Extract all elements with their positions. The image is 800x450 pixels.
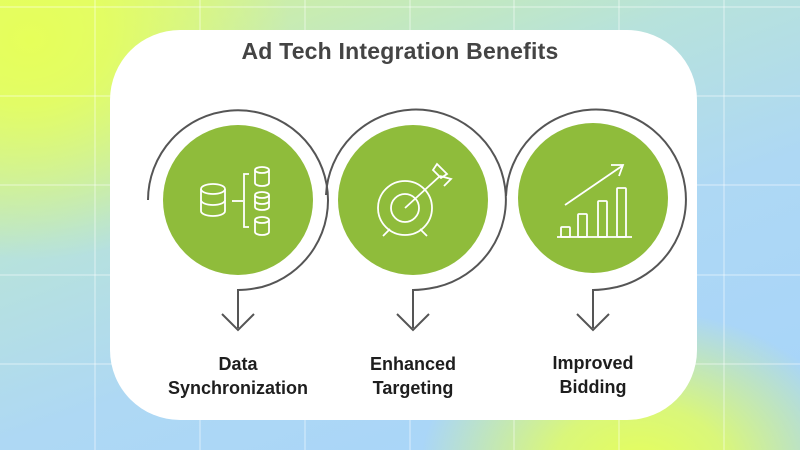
database-sync-icon: [200, 166, 270, 236]
step-1-label-line2: Synchronization: [167, 378, 308, 398]
step-2-node: [325, 108, 507, 332]
step-2-ring: [325, 108, 507, 328]
step-1-ring: [147, 109, 329, 328]
step-3-node: [505, 108, 687, 332]
growth-chart-icon: [557, 164, 632, 238]
step-3-green-disc: [518, 123, 668, 273]
step-3-ring: [505, 108, 687, 328]
step-3-label-line1: Improved: [552, 353, 634, 373]
target-arrow-icon: [377, 162, 453, 237]
step-1-label: Data Synchronization: [148, 352, 328, 400]
step-1-label-line1: Data: [218, 354, 258, 374]
step-3-label-line2: Bidding: [559, 377, 627, 397]
step-2-arrowhead-icon: [396, 313, 430, 332]
step-3-label: Improved Bidding: [503, 351, 683, 399]
step-2-label-line1: Enhanced: [369, 354, 457, 374]
step-3-arrowhead-icon: [576, 313, 610, 332]
step-1-node: [147, 109, 329, 332]
step-1-green-disc: [163, 125, 313, 275]
step-2-label-line2: Targeting: [372, 378, 454, 398]
step-2-label: Enhanced Targeting: [323, 352, 503, 400]
page-title: Ad Tech Integration Benefits: [241, 38, 559, 64]
step-1-arrowhead-icon: [221, 313, 255, 332]
